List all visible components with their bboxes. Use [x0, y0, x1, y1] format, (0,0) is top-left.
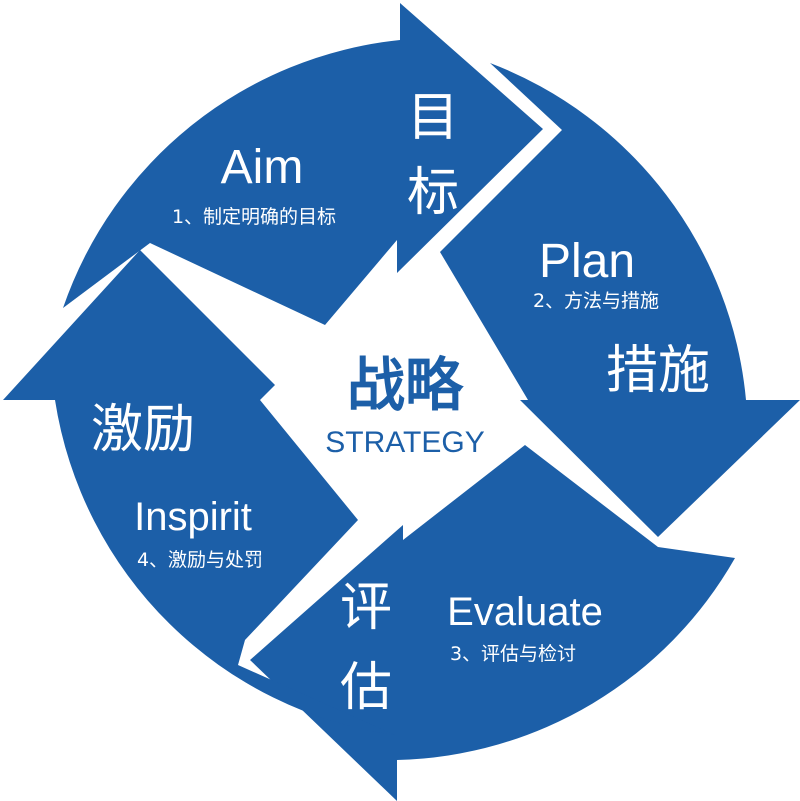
evaluate-chinese-1: 评: [340, 578, 392, 638]
aim-chinese-1: 目: [407, 88, 459, 148]
evaluate-label: Evaluate: [447, 590, 603, 634]
plan-label: Plan: [539, 235, 635, 288]
inspirit-label: Inspirit: [134, 495, 252, 539]
plan-description: 2、方法与措施: [533, 290, 659, 312]
evaluate-chinese-2: 估: [340, 658, 392, 718]
plan-chinese: 措施: [606, 341, 710, 401]
aim-arrow: [63, 3, 543, 325]
aim-description: 1、制定明确的目标: [172, 206, 336, 228]
aim-label: Aim: [221, 141, 304, 194]
plan-arrow: [440, 63, 800, 537]
center-subtitle: STRATEGY: [325, 426, 484, 459]
inspirit-chinese: 激励: [91, 400, 195, 460]
evaluate-description: 3、评估与检讨: [450, 643, 576, 665]
inspirit-arrow: [3, 250, 395, 735]
aim-chinese-2: 标: [407, 163, 459, 223]
inspirit-description: 4、激励与处罚: [137, 549, 263, 571]
evaluate-arrow: [250, 445, 735, 801]
center-title: 战略: [347, 351, 464, 419]
